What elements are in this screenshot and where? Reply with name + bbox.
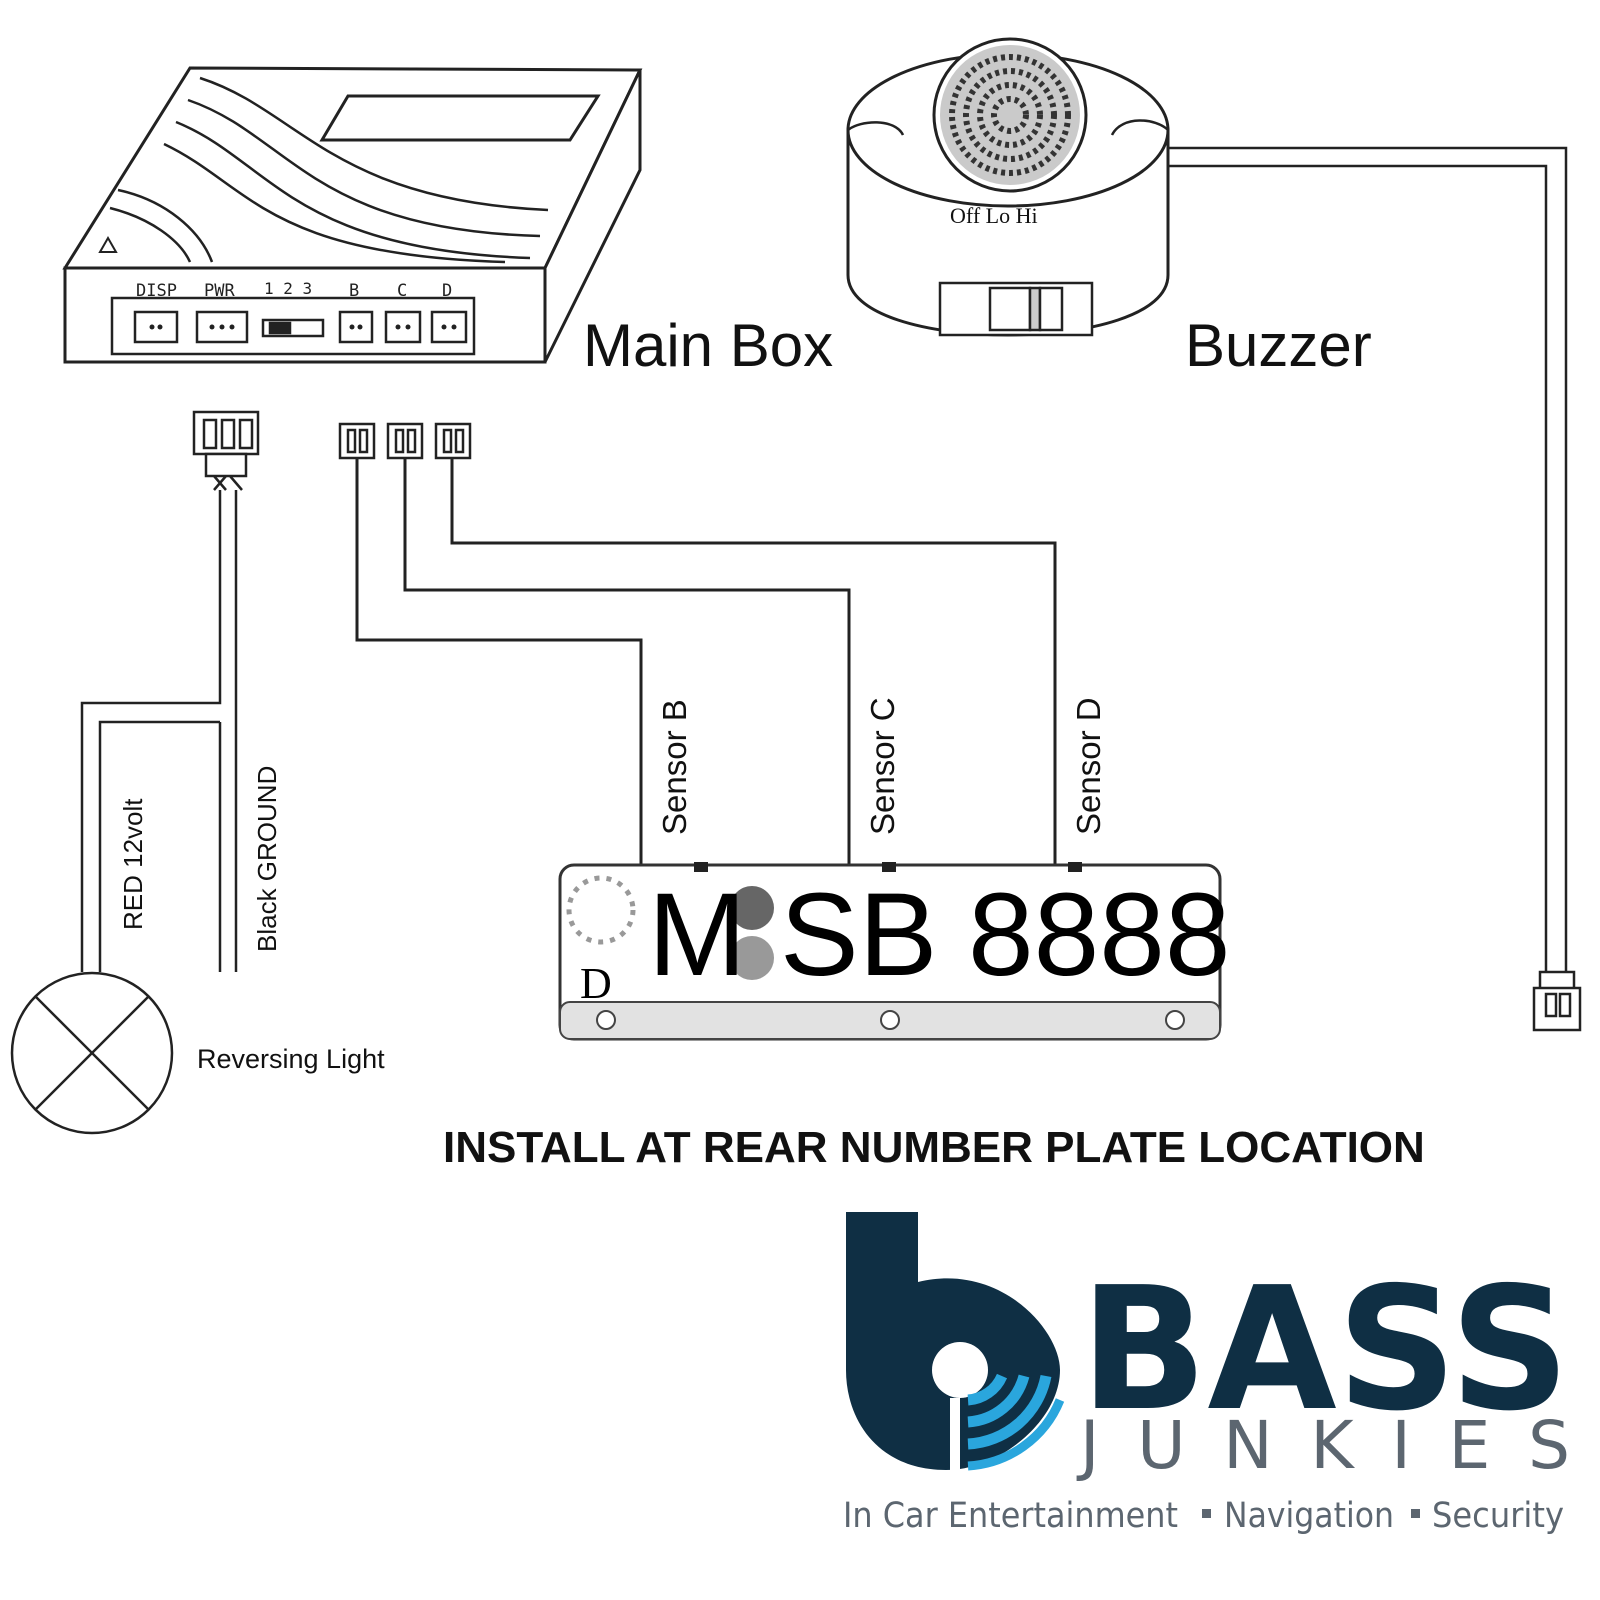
main-box-ports [133,310,468,344]
red-wire-label: RED 12volt [118,798,148,930]
warning-triangle-icon [98,235,118,253]
power-connector [192,410,260,491]
main-box [62,66,643,364]
port-pwr [195,310,249,344]
plate-letter-left: M [648,869,746,1001]
main-box-label: Main Box [583,312,833,379]
port-label-disp: DISP [136,281,177,301]
eu-stars-icon [566,875,636,945]
port-label-switch: 1 2 3 [264,279,312,298]
brand-tagline-1: In Car Entertainment [843,1496,1178,1536]
brand-tagline-2: Navigation [1224,1496,1394,1536]
buzzer-volume-switch [938,281,1094,337]
port-label-c: C [397,281,407,301]
main-box-display-window [319,94,601,142]
brand-tagline-3: Security [1432,1496,1564,1536]
number-plate [558,862,1222,1041]
sensor-c-label: Sensor C [864,697,901,835]
inspection-seal-icon [730,936,774,980]
port-disp [133,310,179,344]
port-label-d: D [442,281,452,301]
bass-junkies-logo [846,1212,1065,1471]
buzzer-switch-label: Off Lo Hi [950,203,1038,228]
plate-letters: SB [780,869,937,1001]
buzzer-label: Buzzer [1185,312,1372,379]
tagline-bullet-icon [1411,1509,1420,1518]
plate-country-code: D [580,959,612,1008]
port-c [384,310,422,344]
sensor-b-label: Sensor B [656,699,693,835]
buzzer-connector [1532,970,1582,1032]
port-b [338,310,374,344]
tagline-bullet-icon [1202,1509,1211,1518]
power-wires [80,490,238,972]
black-wire-label: Black GROUND [252,766,282,952]
registration-seal-icon [730,886,774,930]
sensor-d-label: Sensor D [1070,697,1107,835]
reversing-light-label: Reversing Light [197,1044,385,1074]
sensor-connectors [338,422,472,460]
port-label-pwr: PWR [204,281,235,301]
reversing-light-icon [10,971,174,1135]
port-label-b: B [349,281,359,301]
install-instruction: INSTALL AT REAR NUMBER PLATE LOCATION [443,1123,1425,1172]
port-d [430,310,468,344]
plate-number: 8888 [968,869,1231,1001]
brand-name: BASS [1080,1251,1570,1449]
sensor-cables [355,458,1057,865]
speaker-grille-icon [932,37,1088,193]
buzzer-cable [1168,146,1568,980]
brand-sub: JUNKIES [1076,1407,1570,1484]
